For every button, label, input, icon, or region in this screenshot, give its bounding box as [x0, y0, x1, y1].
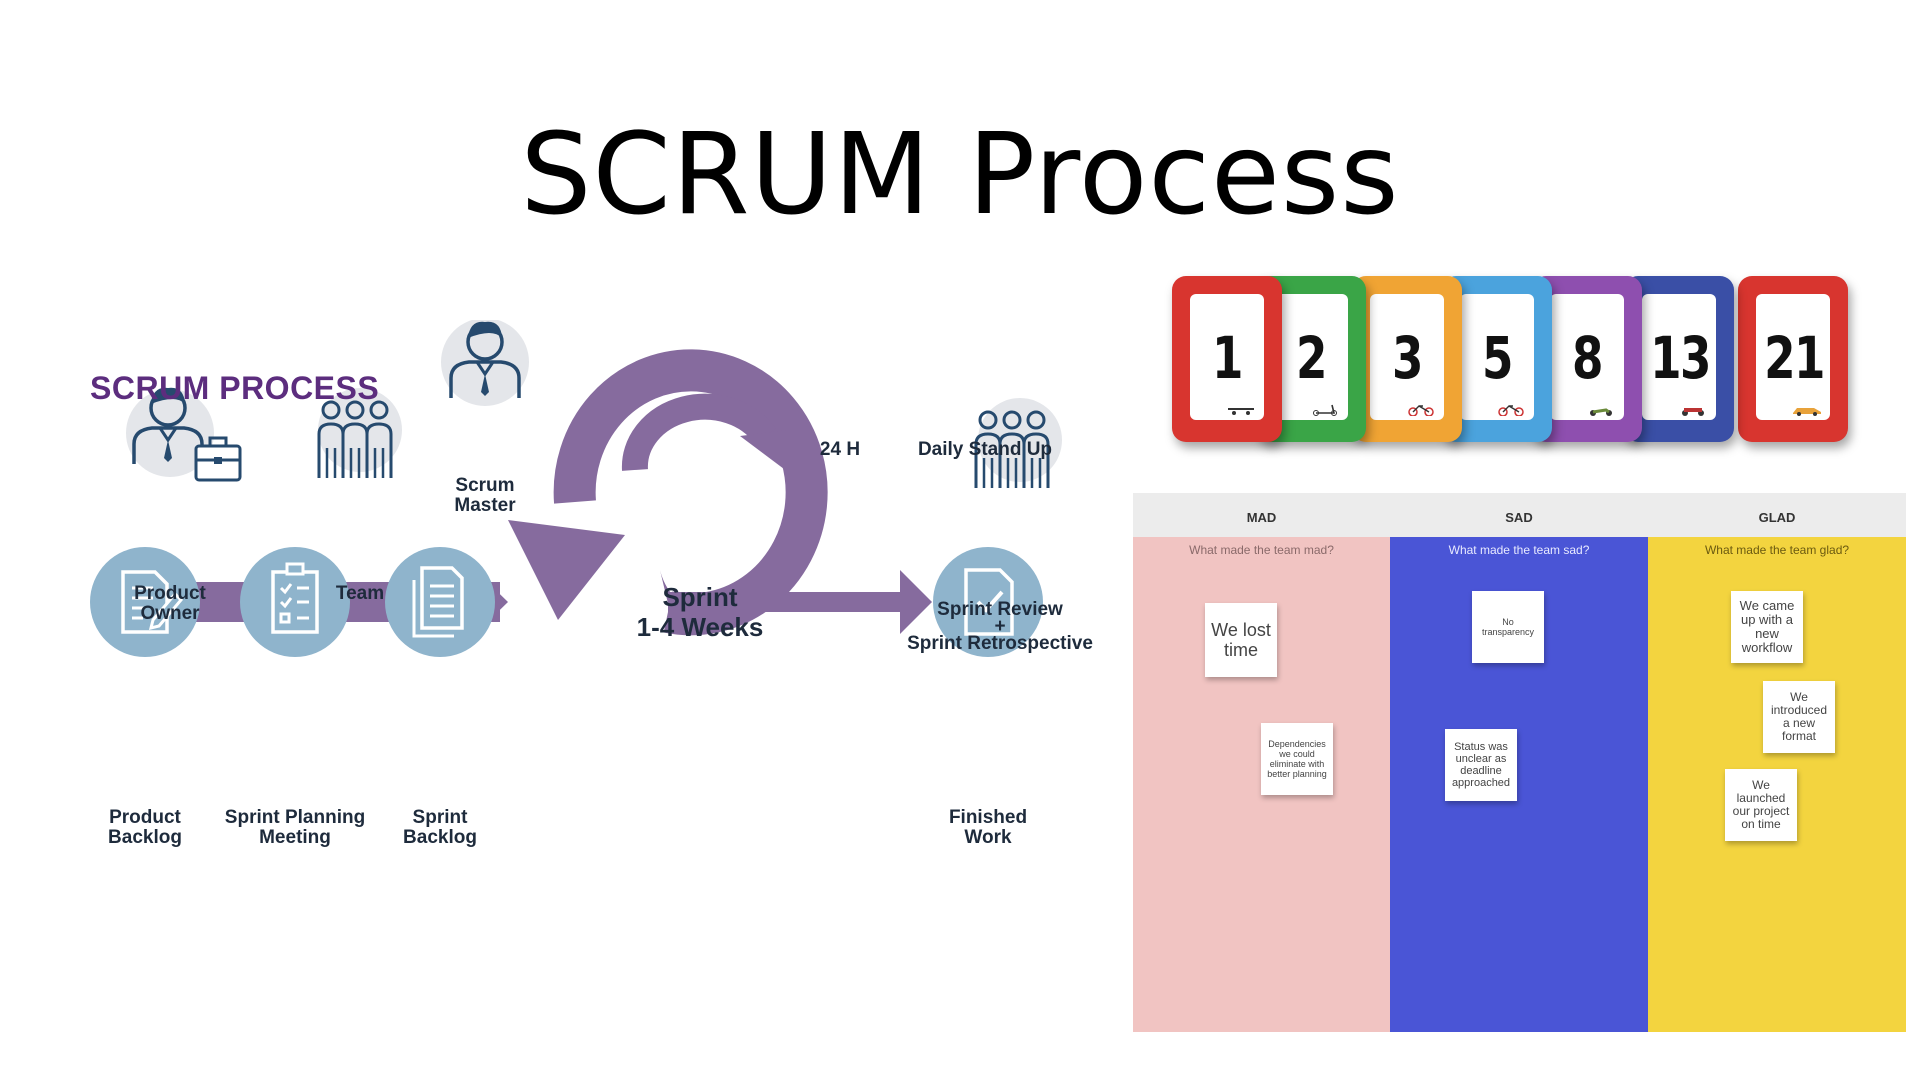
sticky-note[interactable]: We lost time — [1205, 603, 1277, 677]
daily-cycle-arc — [621, 393, 776, 471]
card-face: 8 — [1550, 294, 1624, 420]
documents-stack-icon — [412, 566, 464, 638]
daily-cycle-label: 24 H — [819, 439, 861, 460]
retro-header-bar — [1133, 493, 1906, 537]
checklist-icon — [271, 562, 319, 634]
motorcycle-icon — [1682, 408, 1704, 416]
sprint-planning-circle — [240, 547, 350, 657]
bicycle-icon — [1408, 405, 1434, 416]
estimate-card: 21 — [1738, 276, 1848, 442]
estimate-card: 13 — [1624, 276, 1734, 442]
review-retro-label: Sprint Review+Sprint Retrospective — [907, 599, 1093, 654]
sticky-note[interactable]: Dependencies we could eliminate with bet… — [1261, 723, 1333, 795]
daily-cycle-arrowhead — [740, 430, 788, 472]
card-number: 13 — [1650, 324, 1711, 392]
bicycle-icon — [1498, 405, 1524, 416]
card-number: 2 — [1296, 324, 1327, 392]
card-number: 21 — [1764, 324, 1825, 392]
card-number: 5 — [1482, 324, 1513, 392]
daily-standup-label: Daily Stand Up — [917, 439, 1053, 460]
retro-column-glad: What made the team glad? We came up with … — [1648, 537, 1906, 1032]
card-number: 8 — [1572, 324, 1603, 392]
document-check-icon — [964, 568, 1014, 636]
skateboard-icon — [1228, 408, 1254, 415]
document-edit-icon — [121, 570, 184, 634]
card-face: 21 — [1756, 294, 1830, 420]
product-backlog-circle — [90, 547, 200, 657]
estimate-card: 1 — [1172, 276, 1282, 442]
moped-icon — [1590, 408, 1612, 416]
team-label: Team — [335, 583, 385, 604]
card-number: 3 — [1392, 324, 1423, 392]
retro-column-title: MAD — [1246, 510, 1277, 525]
sticky-note[interactable]: We launched our project on time — [1725, 769, 1797, 841]
card-face: 1 — [1190, 294, 1264, 420]
briefcase-icon — [194, 436, 242, 482]
retro-column-prompt: What made the team glad? — [1704, 543, 1850, 557]
retro-column-prompt: What made the team sad? — [1448, 543, 1590, 557]
diagram-heading: SCRUM PROCESS — [90, 370, 380, 406]
estimate-card: 8 — [1532, 276, 1642, 442]
estimate-card: 3 — [1352, 276, 1462, 442]
retro-column-title: SAD — [1505, 510, 1533, 525]
product-owner-halo — [126, 389, 214, 477]
scooter-icon — [1313, 404, 1337, 416]
sticky-note[interactable]: We introduced a new format — [1763, 681, 1835, 753]
retro-column-title: GLAD — [1758, 510, 1796, 525]
finished-work-circle — [933, 547, 1043, 657]
card-number: 1 — [1212, 324, 1243, 392]
sticky-note[interactable]: No transparency — [1472, 591, 1544, 663]
retro-column-prompt: What made the team mad? — [1189, 543, 1334, 557]
sticky-note[interactable]: We came up with a new workflow — [1731, 591, 1803, 663]
card-face: 2 — [1274, 294, 1348, 420]
car-icon — [1793, 408, 1821, 416]
diagram-graphics — [90, 320, 1062, 657]
card-face: 3 — [1370, 294, 1444, 420]
slide-title: SCRUM Process — [520, 110, 1400, 240]
arrow-to-finished-work — [668, 570, 932, 634]
card-face: 13 — [1642, 294, 1716, 420]
sprint-arc-arrowhead — [508, 520, 625, 620]
sticky-note[interactable]: Status was unclear as deadline approache… — [1445, 729, 1517, 801]
card-face: 5 — [1460, 294, 1534, 420]
